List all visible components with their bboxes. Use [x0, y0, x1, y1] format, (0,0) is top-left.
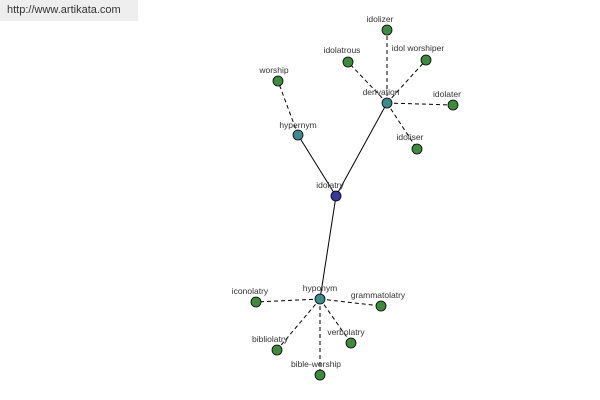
node-label-idolater[interactable]: idolater	[433, 89, 461, 99]
site-url-link[interactable]: http://www.artikata.com	[0, 0, 138, 21]
edge-derivation-idoliser	[386, 102, 418, 150]
node-dot-grammatolatry[interactable]	[375, 300, 387, 312]
edge-derivation-idolater	[386, 102, 454, 106]
node-grammatolatry[interactable]: grammatolatry	[351, 290, 406, 312]
node-label-derivation[interactable]: derivation	[363, 87, 400, 97]
node-idoliser[interactable]: idoliser	[397, 132, 424, 155]
node-label-bibliolatry[interactable]: bibliolatry	[252, 334, 289, 344]
edge-idolatry-hypernym	[297, 134, 337, 197]
node-dot-idoliser[interactable]	[411, 143, 423, 155]
node-dot-verbolatry[interactable]	[345, 337, 357, 349]
node-idolizer[interactable]: idolizer	[367, 14, 394, 36]
node-dot-bibliolatry[interactable]	[271, 344, 283, 356]
node-label-grammatolatry[interactable]: grammatolatry	[351, 290, 406, 300]
node-dot-idolatrous[interactable]	[342, 56, 354, 68]
nodes-layer: idolatry hypernym derivation hyponym worship…	[232, 14, 461, 381]
node-hypernym[interactable]: hypernym	[279, 120, 317, 141]
node-bible-worship[interactable]: bible-worship	[291, 359, 341, 381]
edge-hyponym-verbolatry	[319, 298, 352, 344]
node-hyponym[interactable]: hyponym	[303, 283, 338, 305]
node-dot-idol-worshiper[interactable]	[420, 54, 432, 66]
node-idolatrous[interactable]: idolatrous	[324, 45, 361, 68]
node-worship[interactable]: worship	[258, 65, 289, 87]
node-label-idol-worshiper[interactable]: idol worshiper	[392, 43, 445, 53]
node-label-idolatrous[interactable]: idolatrous	[324, 45, 361, 55]
edge-hyponym-grammatolatry	[319, 298, 382, 307]
edge-derivation-idolatrous	[347, 61, 388, 104]
node-dot-derivation[interactable]	[381, 97, 393, 109]
node-label-iconolatry[interactable]: iconolatry	[232, 286, 269, 296]
node-label-worship[interactable]: worship	[258, 65, 289, 75]
node-label-idolizer[interactable]: idolizer	[367, 14, 394, 24]
edge-hyponym-iconolatry	[255, 298, 321, 303]
node-dot-hypernym[interactable]	[292, 129, 304, 141]
node-dot-worship[interactable]	[272, 75, 284, 87]
node-label-idoliser[interactable]: idoliser	[397, 132, 424, 142]
edges-layer	[255, 30, 454, 375]
edge-idolatry-hyponym	[319, 195, 337, 300]
node-label-bible-worship[interactable]: bible-worship	[291, 359, 341, 369]
node-dot-idolater[interactable]	[447, 99, 459, 111]
node-bibliolatry[interactable]: bibliolatry	[252, 334, 289, 356]
node-idolater[interactable]: idolater	[433, 89, 461, 111]
edge-derivation-idol-worshiper	[386, 59, 427, 104]
node-derivation[interactable]: derivation	[363, 87, 400, 109]
node-dot-idolizer[interactable]	[381, 24, 393, 36]
node-dot-idolatry[interactable]	[330, 190, 342, 202]
node-label-hypernym[interactable]: hypernym	[279, 120, 316, 130]
node-iconolatry[interactable]: iconolatry	[232, 286, 269, 308]
node-label-idolatry[interactable]: idolatry	[316, 180, 344, 190]
edge-hypernym-worship	[277, 80, 299, 136]
node-label-hyponym[interactable]: hyponym	[303, 283, 338, 293]
node-dot-iconolatry[interactable]	[250, 296, 262, 308]
node-dot-hyponym[interactable]	[314, 293, 326, 305]
edge-idolatry-derivation	[335, 102, 388, 197]
node-dot-bible-worship[interactable]	[314, 369, 326, 381]
node-verbolatry[interactable]: verbolatry	[327, 327, 365, 349]
node-idol-worshiper[interactable]: idol worshiper	[392, 43, 445, 66]
node-idolatry[interactable]: idolatry	[316, 180, 344, 202]
node-label-verbolatry[interactable]: verbolatry	[327, 327, 365, 337]
